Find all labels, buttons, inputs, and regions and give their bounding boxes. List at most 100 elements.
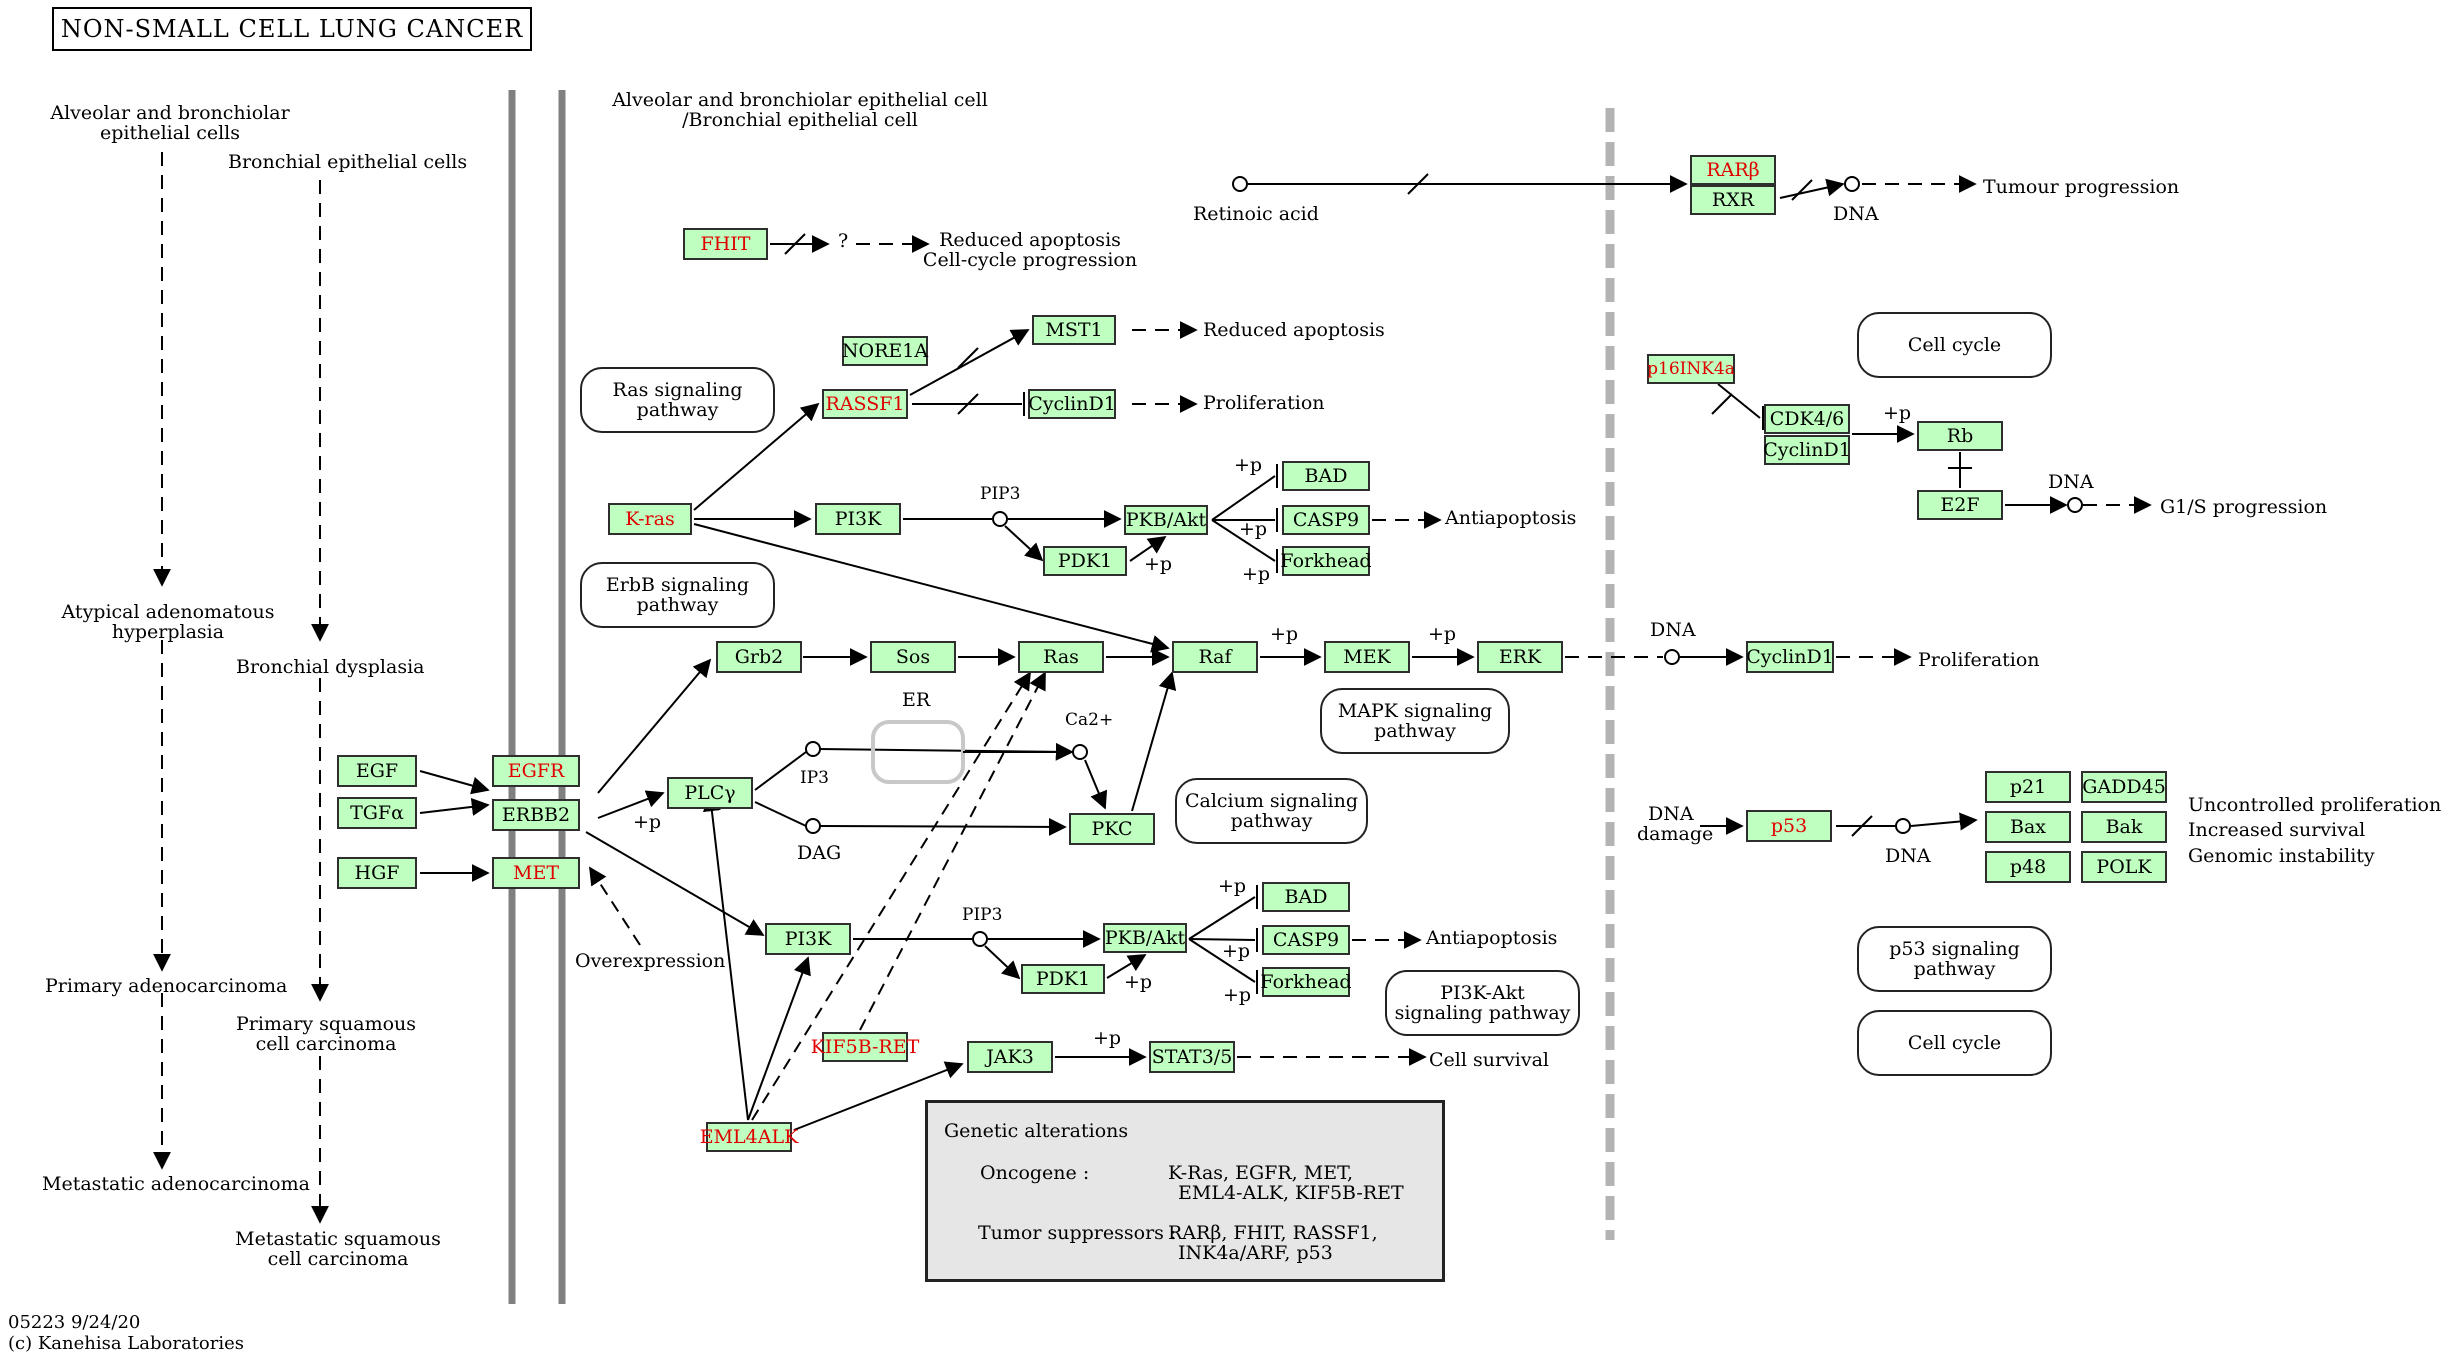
edge-10 <box>597 658 712 794</box>
gene-met[interactable]: MET <box>492 857 580 889</box>
gene-cdk46[interactable]: CDK4/6 <box>1764 404 1850 434</box>
indirect-slash <box>784 233 806 255</box>
label-msq1: Metastatic squamous <box>235 1228 441 1250</box>
gene-bad2[interactable]: BAD <box>1262 882 1350 912</box>
label-p12: +p <box>1093 1027 1122 1049</box>
label-dna2: DNA <box>1650 619 1696 641</box>
er-organelle <box>871 720 965 784</box>
gene-rassf1[interactable]: RASSF1 <box>822 389 908 419</box>
gene-mek[interactable]: MEK <box>1324 641 1410 673</box>
footer-code: 05223 9/24/20 <box>8 1312 141 1333</box>
label-overexp: Overexpression <box>575 950 726 972</box>
label-bdys: Bronchial dysplasia <box>236 656 425 678</box>
gene-pkb1[interactable]: PKB/Akt <box>1124 505 1208 535</box>
label-antiap1: Antiapoptosis <box>1445 507 1577 529</box>
gene-pkc[interactable]: PKC <box>1069 813 1155 845</box>
gene-pkb2[interactable]: PKB/Akt <box>1103 923 1187 953</box>
dag-node <box>805 818 821 834</box>
gene-mst1[interactable]: MST1 <box>1032 315 1116 345</box>
gene-pi3k1[interactable]: PI3K <box>815 503 901 535</box>
legend-heading: Genetic alterations <box>944 1120 1129 1142</box>
calcium-node <box>1072 744 1088 760</box>
gene-forkhead1[interactable]: Forkhead <box>1280 546 1372 576</box>
indirect-slash <box>957 393 979 415</box>
gene-erbb2[interactable]: ERBB2 <box>492 799 580 831</box>
gene-rarb[interactable]: RARβ <box>1690 155 1776 185</box>
gene-cyclind1c[interactable]: CyclinD1 <box>1763 435 1851 465</box>
edge-50 <box>984 945 1021 980</box>
gene-casp9a[interactable]: CASP9 <box>1282 505 1370 535</box>
pathway-link-calcium_path[interactable]: Calcium signaling pathway <box>1175 778 1368 844</box>
gene-rb[interactable]: Rb <box>1917 421 2003 451</box>
label-bronch: Bronchial epithelial cells <box>228 151 468 173</box>
pip3-node-1 <box>992 511 1008 527</box>
pathway-link-erbb_path[interactable]: ErbB signaling pathway <box>580 562 775 628</box>
label-msq2: cell carcinoma <box>267 1248 409 1270</box>
gene-hgf[interactable]: HGF <box>337 857 417 889</box>
legend-suppressor-line2: INK4a/ARF, p53 <box>1178 1242 1333 1264</box>
edge-70 <box>1910 812 1978 831</box>
pathway-link-pi3k_path[interactable]: PI3K-Akt signaling pathway <box>1385 970 1580 1036</box>
pathway-link-ras_path[interactable]: Ras signaling pathway <box>580 367 775 433</box>
gene-ras[interactable]: Ras <box>1018 641 1104 673</box>
gene-p53[interactable]: p53 <box>1746 810 1832 842</box>
gene-egfr[interactable]: EGFR <box>492 755 580 787</box>
gene-erk[interactable]: ERK <box>1477 641 1563 673</box>
gene-e2f[interactable]: E2F <box>1917 490 2003 520</box>
label-top2: /Bronchial epithelial cell <box>682 109 918 131</box>
gene-raf[interactable]: Raf <box>1172 641 1258 673</box>
gene-cyclind1a[interactable]: CyclinD1 <box>1028 389 1116 419</box>
label-cellsurv: Cell survival <box>1429 1049 1549 1071</box>
gene-p21[interactable]: p21 <box>1985 771 2071 803</box>
gene-pi3k2[interactable]: PI3K <box>765 923 851 955</box>
label-p10: +p <box>1124 971 1153 993</box>
gene-forkhead2[interactable]: Forkhead <box>1260 967 1352 997</box>
edge-11 <box>597 790 665 819</box>
edge-28 <box>1004 525 1044 562</box>
gene-p16[interactable]: p16INK4a <box>1647 354 1735 384</box>
gene-jak3[interactable]: JAK3 <box>967 1041 1053 1073</box>
gene-polk[interactable]: POLK <box>2081 851 2167 883</box>
gene-egf[interactable]: EGF <box>337 755 417 787</box>
gene-nore1a[interactable]: NORE1A <box>842 336 928 366</box>
gene-tgfa[interactable]: TGFα <box>337 797 417 829</box>
gene-stat35[interactable]: STAT3/5 <box>1149 1041 1235 1073</box>
gene-grb2[interactable]: Grb2 <box>716 641 802 673</box>
label-p4: +p <box>1242 563 1271 585</box>
gene-cyclind1b[interactable]: CyclinD1 <box>1746 641 1834 673</box>
gene-p48[interactable]: p48 <box>1985 851 2071 883</box>
label-tumour: Tumour progression <box>1983 176 2180 198</box>
gene-eml4alk[interactable]: EML4ALK <box>700 1122 798 1152</box>
gene-bax[interactable]: Bax <box>1985 811 2071 843</box>
gene-sos[interactable]: Sos <box>870 641 956 673</box>
label-er: ER <box>902 689 931 711</box>
pathway-link-cellcycle1[interactable]: Cell cycle <box>1857 312 2052 378</box>
pathway-link-mapk_path[interactable]: MAPK signaling pathway <box>1320 688 1510 754</box>
indirect-slash <box>1791 179 1813 201</box>
gene-bak[interactable]: Bak <box>2081 811 2167 843</box>
pathway-link-cellcycle2[interactable]: Cell cycle <box>1857 1010 2052 1076</box>
gene-casp9b[interactable]: CASP9 <box>1262 925 1350 955</box>
edge-63 <box>1717 383 1761 419</box>
label-prolif2: Proliferation <box>1918 649 2040 671</box>
label-cellcyc: Cell-cycle progression <box>922 249 1138 271</box>
gene-kras[interactable]: K-ras <box>608 503 692 535</box>
label-p3: +p <box>1144 553 1173 575</box>
gene-pdk1a[interactable]: PDK1 <box>1043 546 1127 576</box>
gene-kif5bret[interactable]: KIF5B-RET <box>811 1032 919 1062</box>
gene-gadd45[interactable]: GADD45 <box>2081 771 2167 803</box>
label-psq2: cell carcinoma <box>255 1033 397 1055</box>
gene-rxr[interactable]: RXR <box>1690 185 1776 215</box>
gene-plcg[interactable]: PLCγ <box>667 777 753 809</box>
label-redap1: Reduced apoptosis <box>939 229 1121 251</box>
gene-fhit[interactable]: FHIT <box>683 228 768 260</box>
pathway-link-p53_path[interactable]: p53 signaling pathway <box>1857 926 2052 992</box>
label-atyp2: hyperplasia <box>111 621 225 643</box>
edge-30 <box>1211 475 1276 521</box>
gene-bad1[interactable]: BAD <box>1282 461 1370 491</box>
dna-node-4 <box>1895 818 1911 834</box>
dna-node-3 <box>2067 497 2083 513</box>
gene-pdk1b[interactable]: PDK1 <box>1021 964 1105 994</box>
indirect-slash <box>1711 393 1733 415</box>
